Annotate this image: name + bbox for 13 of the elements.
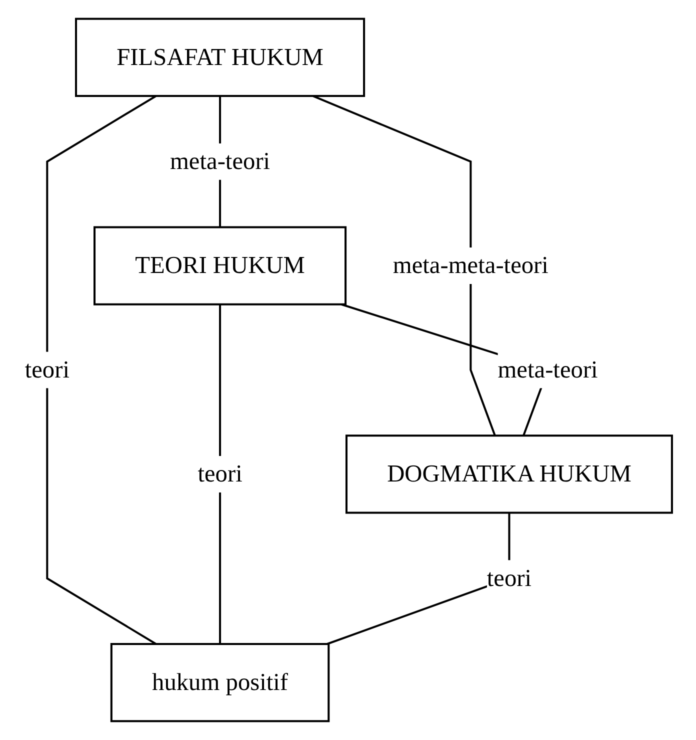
node-box: hukum positif [110,643,330,722]
connector [312,95,496,436]
edge-label: meta-teori [497,356,598,383]
node-box: DOGMATIKA HUKUM [345,434,673,514]
connector [218,304,221,644]
edge-label: teori [24,356,70,383]
edge-label: meta-teori [170,147,270,174]
node-box: TEORI HUKUM [93,226,346,306]
connector [46,95,156,645]
edge-label: teori [197,460,242,488]
node-box: FILSAFAT HUKUM [74,18,365,97]
edge-label: meta-meta-teori [392,252,548,279]
edge-label: teori [486,564,532,592]
